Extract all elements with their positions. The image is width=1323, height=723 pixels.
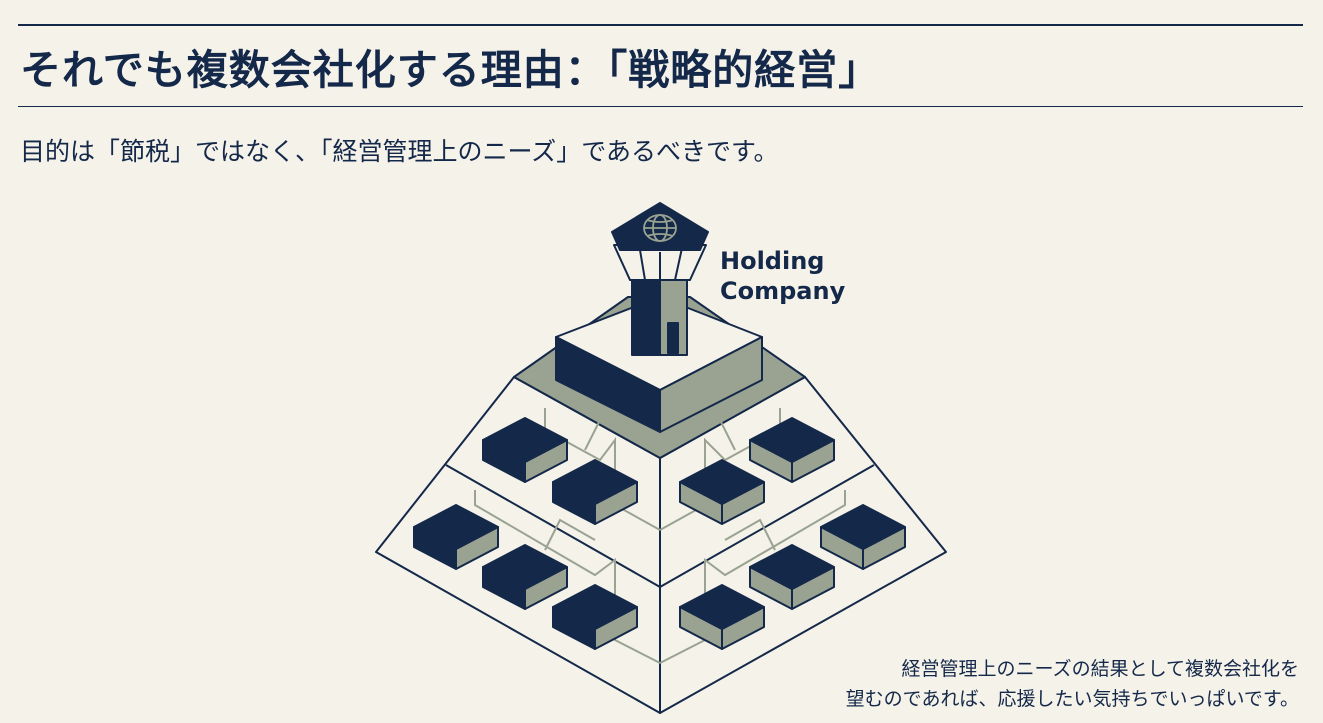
holding-company-label-line1: Holding bbox=[720, 247, 825, 275]
title-rule bbox=[18, 106, 1303, 107]
globe-icon bbox=[643, 214, 677, 242]
block-top bbox=[749, 544, 835, 590]
subsidiary-block bbox=[413, 504, 499, 570]
footnote: 経営管理上のニーズの結果として複数会社化を 望むのであれば、応援したい気持ちでい… bbox=[846, 654, 1299, 714]
block-top bbox=[749, 417, 835, 463]
page-subtitle: 目的は「節税」ではなく、「経営管理上のニーズ」であるべきです。 bbox=[20, 137, 779, 166]
subsidiary-block bbox=[482, 417, 568, 483]
holding-company-label-line2: Company bbox=[720, 277, 846, 305]
block-top bbox=[552, 459, 638, 505]
top-rule bbox=[18, 24, 1303, 26]
block-top bbox=[482, 417, 568, 463]
platform-right-side bbox=[659, 336, 763, 433]
subsidiary-block bbox=[552, 459, 638, 525]
subsidiary-block bbox=[679, 584, 765, 650]
block-top bbox=[413, 504, 499, 550]
block-top bbox=[679, 459, 765, 505]
block-top bbox=[679, 584, 765, 630]
footnote-line-2: 望むのであれば、応援したい気持ちでいっぱいです。 bbox=[845, 688, 1299, 710]
block-top bbox=[820, 504, 906, 550]
subsidiary-block bbox=[749, 417, 835, 483]
block-top bbox=[552, 584, 638, 630]
subsidiary-block bbox=[482, 544, 568, 610]
tower-body-left bbox=[631, 276, 661, 356]
tower-roof bbox=[611, 202, 709, 251]
block-top bbox=[482, 544, 568, 590]
tier-divider-right bbox=[659, 464, 875, 588]
subsidiary-block bbox=[749, 544, 835, 610]
subsidiary-block bbox=[552, 584, 638, 650]
page-title: それでも複数会社化する理由：「戦略的経営」 bbox=[20, 46, 881, 94]
footnote-line-1: 経営管理上のニーズの結果として複数会社化を bbox=[901, 658, 1299, 680]
tower-door bbox=[667, 322, 679, 354]
subsidiary-block bbox=[679, 459, 765, 525]
tier-divider-left bbox=[445, 464, 661, 588]
subsidiary-block bbox=[820, 504, 906, 570]
